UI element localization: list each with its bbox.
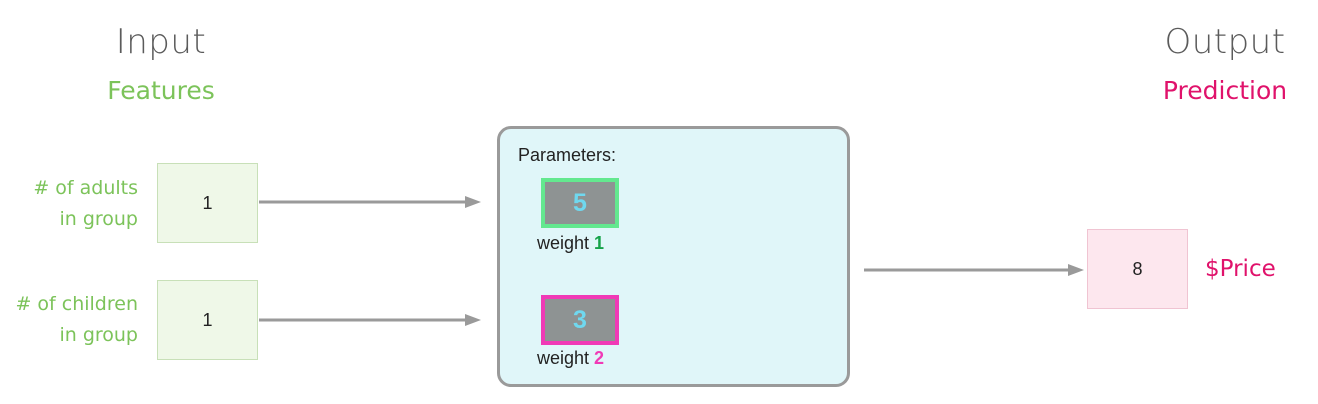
weight-label-text: weight [537, 348, 590, 368]
weight-1-label: weight 1 [537, 233, 604, 254]
feature-input-adults: 1 [157, 163, 258, 243]
feature-label-line: in group [59, 324, 138, 346]
feature-label-line: # of children [15, 293, 138, 315]
features-subtitle: Features [107, 76, 215, 105]
feature-label-line: in group [59, 208, 138, 230]
parameters-title: Parameters: [518, 145, 617, 165]
weight-2-label: weight 2 [537, 348, 604, 369]
input-title: Input [115, 22, 207, 62]
feature-label-line: # of adults [33, 177, 138, 199]
feature-label-children: # of children in group [0, 289, 138, 351]
prediction-subtitle: Prediction [1162, 76, 1288, 105]
weight-index: 1 [594, 233, 605, 253]
feature-input-children: 1 [157, 280, 258, 360]
weight-1-box: 5 [541, 178, 619, 228]
arrow-children-to-params [259, 313, 484, 327]
weight-2-box: 3 [541, 295, 619, 345]
weight-label-text: weight [537, 233, 590, 253]
prediction-output-box: 8 [1087, 229, 1188, 309]
weight-index: 2 [594, 348, 605, 368]
arrow-adults-to-params [259, 195, 484, 209]
feature-label-adults: # of adults in group [0, 173, 138, 235]
price-label: $Price [1205, 256, 1276, 282]
arrow-params-to-output [864, 263, 1089, 277]
output-title: Output [1164, 22, 1286, 62]
parameters-panel [497, 126, 850, 387]
